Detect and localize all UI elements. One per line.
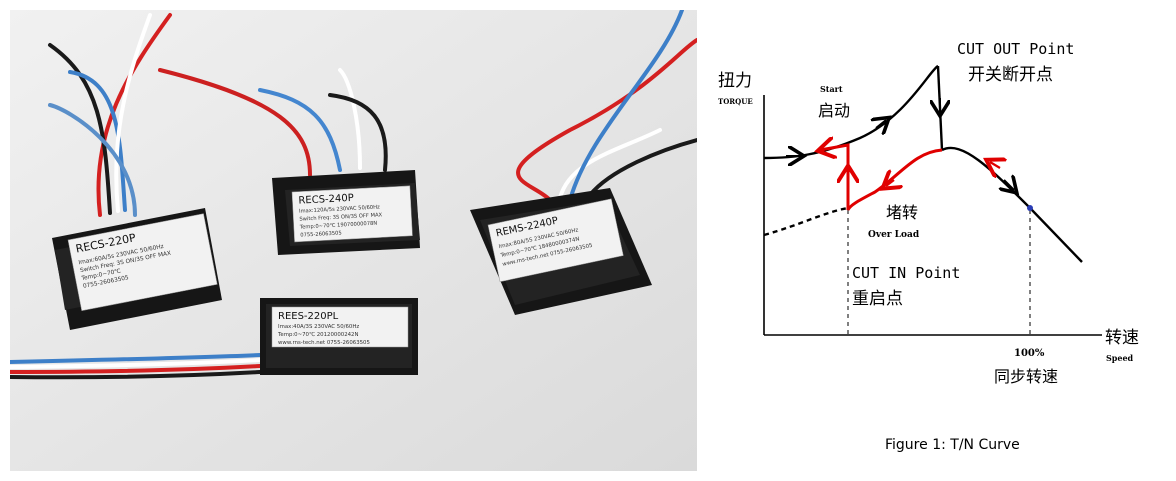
product-model: REES-220PL: [278, 311, 339, 322]
overload-label-cn: 堵转: [886, 203, 918, 222]
y-axis-label-en: TORQUE: [718, 97, 753, 106]
product-spec: Imax:120A/5s 230VAC 50/60Hz: [299, 204, 380, 214]
sync-speed-label: 同步转速: [994, 367, 1058, 386]
fall-arrow: [1004, 180, 1014, 190]
cut-in-label-en: CUT IN Point: [852, 264, 960, 282]
rise-arrow: [876, 120, 886, 128]
product-photo: RECS-220P Imax:60A/5s 230VAC 50/60Hz Swi…: [10, 10, 697, 471]
product-spec: Temp:0~70℃ 19070000078N: [299, 221, 378, 231]
overload-label-en: Over Load: [868, 230, 920, 240]
cut-in-label-cn: 重启点: [852, 289, 903, 309]
x-axis-label-cn: 转速: [1105, 328, 1139, 348]
y-axis-label-cn: 扭力: [718, 71, 752, 91]
figure-caption: Figure 1: T/N Curve: [885, 437, 1020, 453]
overload-path: [819, 143, 943, 211]
start-label-en: Start: [820, 84, 843, 94]
torque-curve: [763, 64, 1083, 263]
cut-out-label-cn: 开关断开点: [968, 65, 1053, 85]
tn-curve-figure: 扭力 TORQUE Start 启动 CUT OUT Point 开关断开点 堵…: [718, 40, 1139, 453]
product-spec: www.rns-tech.net 0755-26063505: [278, 340, 370, 346]
overload-arrow-1: [886, 180, 894, 186]
product-spec: Switch Freq: 3S ON/3S OFF MAX: [299, 212, 382, 222]
cut-out-label-en: CUT OUT Point: [957, 40, 1074, 58]
sync-percent-label: 100%: [1014, 348, 1045, 359]
product-spec: 0755-26063505: [300, 230, 342, 238]
x-axis-label-en: Speed: [1106, 353, 1134, 363]
product-model: RECS-240P: [298, 193, 354, 207]
sync-point-marker: [1027, 205, 1033, 211]
overload-arrow-4: [990, 162, 1000, 168]
dashed-lower-curve: [763, 206, 849, 237]
overload-arrow-3: [822, 148, 832, 150]
product-spec: Imax:40A/3S 230VAC 50/60Hz: [278, 324, 359, 330]
product-spec: Temp:0~70℃ 20120000242N: [277, 332, 359, 338]
start-label-cn: 启动: [818, 101, 850, 120]
